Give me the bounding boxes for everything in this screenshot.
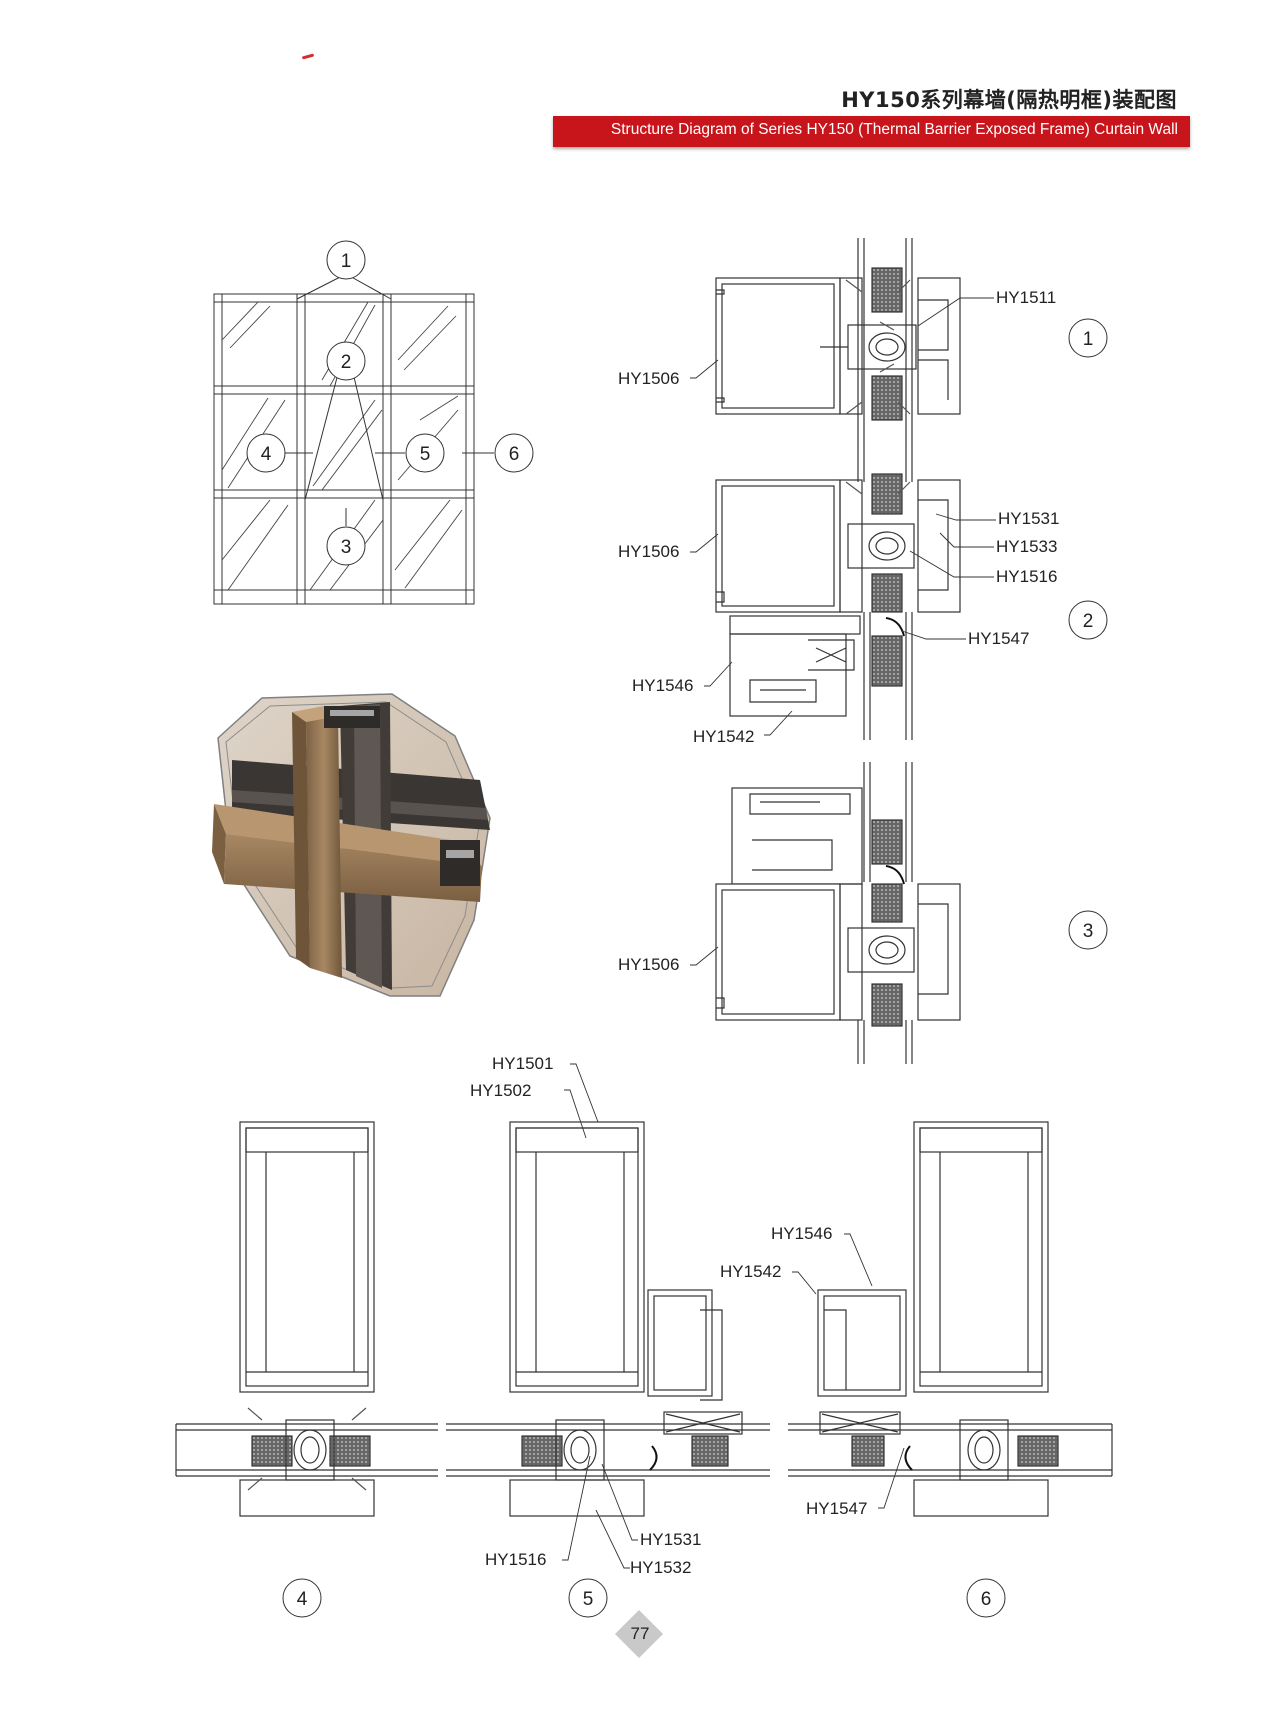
part-label-hy1511: HY1511 [996,288,1056,307]
part-label-hy1506: HY1506 [618,369,679,388]
section-markers-right: 1 2 3 [1068,318,1108,950]
leaders-bottom [562,1063,905,1569]
svg-text:3: 3 [341,537,352,558]
section-marker-2: 2 [1068,600,1108,640]
part-label-hy1542: HY1542 [693,727,754,746]
isometric-3d-view [212,693,491,997]
svg-text:3: 3 [1083,921,1094,942]
svg-text:2: 2 [341,352,352,373]
part-label-hy1506: HY1506 [618,542,679,561]
elevation-callout-1: 1 [326,240,366,280]
elevation-callout-6: 6 [494,433,534,473]
page-title-en: Structure Diagram of Series HY150 (Therm… [610,121,1178,138]
horizontal-section-4 [175,1121,438,1517]
part-label-hy1547: HY1547 [968,629,1029,648]
section-marker-6: 6 [966,1578,1006,1618]
part-label-hy1532: HY1532 [630,1558,691,1577]
title-banner: Structure Diagram of Series HY150 (Therm… [553,116,1190,147]
part-label-hy1547: HY1547 [806,1499,867,1518]
part-label-hy1516: HY1516 [485,1550,546,1569]
vertical-section-1 [715,238,961,448]
part-labels-right: HY1511 HY1506 HY1506 HY1531 HY1533 HY151… [618,288,1059,974]
elevation-grid [213,273,494,605]
svg-text:4: 4 [297,1589,308,1610]
section-marker-3: 3 [1068,910,1108,950]
part-label-hy1516: HY1516 [996,567,1057,586]
svg-text:6: 6 [509,444,520,465]
part-label-hy1542: HY1542 [720,1262,781,1281]
part-labels-bottom: HY1501 HY1502 HY1516 HY1531 HY1532 HY154… [470,1054,867,1577]
elevation-callout-5: 5 [405,433,445,473]
part-label-hy1502: HY1502 [470,1081,531,1100]
elevation-callout-4: 4 [246,433,286,473]
section-marker-5: 5 [568,1578,608,1618]
section-marker-4: 4 [282,1578,322,1618]
part-label-hy1506: HY1506 [618,955,679,974]
svg-text:6: 6 [981,1589,992,1610]
section-marker-1: 1 [1068,318,1108,358]
page-number-badge: 77 [614,1609,664,1659]
vertical-section-3 [715,762,961,1064]
section-markers-bottom: 4 5 6 [282,1578,1006,1618]
part-label-hy1531: HY1531 [998,509,1059,528]
svg-text:4: 4 [261,444,272,465]
part-label-hy1546: HY1546 [771,1224,832,1243]
part-label-hy1531: HY1531 [640,1530,701,1549]
horizontal-section-6 [788,1121,1113,1517]
elevation-callouts: 1 2 3 4 5 6 [246,240,534,566]
part-label-hy1546: HY1546 [632,676,693,695]
elevation-callout-2: 2 [326,341,366,381]
horizontal-section-5 [446,1121,770,1517]
svg-text:2: 2 [1083,611,1094,632]
svg-text:1: 1 [341,251,352,272]
part-label-hy1533: HY1533 [996,537,1057,556]
leaders-right [690,297,996,966]
svg-text:5: 5 [583,1589,594,1610]
page-number: 77 [630,1624,650,1643]
page-title-cn: HY150系列幕墙(隔热明框)装配图 [841,88,1177,112]
svg-text:1: 1 [1083,329,1094,350]
elevation-callout-3: 3 [326,526,366,566]
vertical-section-2 [715,448,961,740]
svg-text:5: 5 [420,444,431,465]
part-label-hy1501: HY1501 [492,1054,553,1073]
